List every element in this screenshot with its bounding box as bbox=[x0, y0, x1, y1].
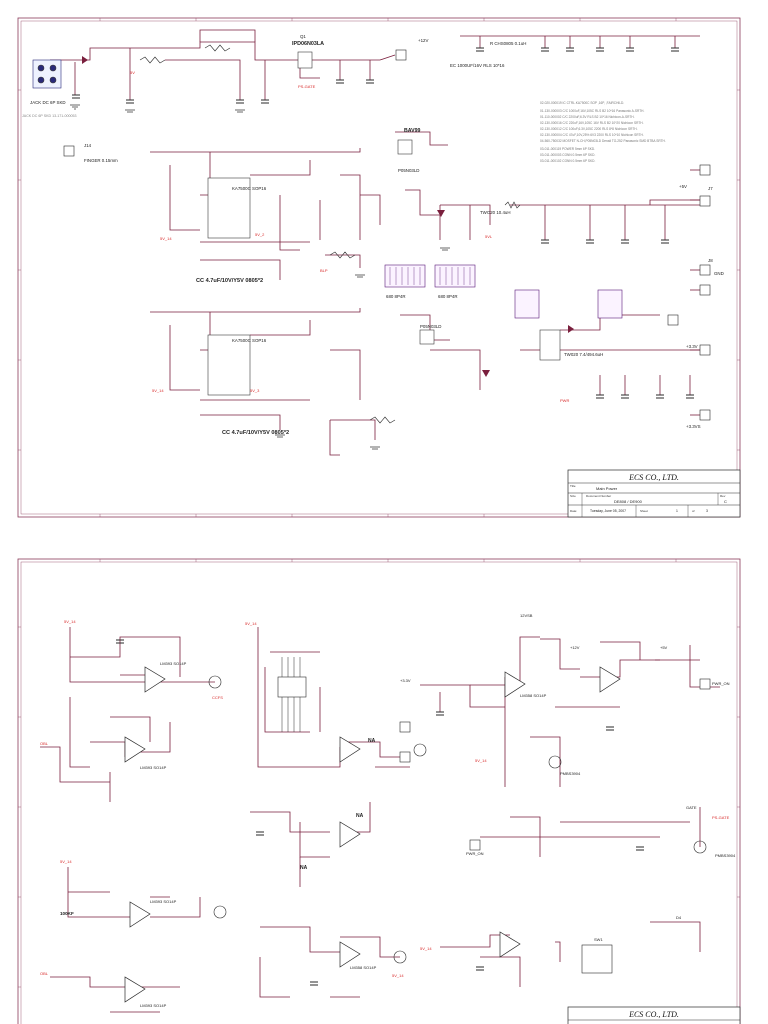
doc-number-value: DE808 / DE900 bbox=[614, 499, 643, 504]
bead-2-part: 680 8P4R bbox=[438, 294, 458, 299]
svg-text:PWR: PWR bbox=[560, 398, 569, 403]
v12vsb-label: 12VSB bbox=[520, 613, 533, 618]
r-100k-label: 100KF bbox=[60, 911, 74, 916]
svg-text:5V_14: 5V_14 bbox=[245, 621, 257, 626]
q1-ref: Q1 bbox=[300, 34, 306, 39]
size-label: Size bbox=[570, 494, 576, 498]
svg-text:5V_14: 5V_14 bbox=[475, 758, 487, 763]
v5-label-2: +5V bbox=[660, 645, 668, 650]
svg-text:5V_2: 5V_2 bbox=[255, 232, 265, 237]
title-block-sheet-1: ECS CO., LTD. Title Main Power Size Docu… bbox=[567, 469, 741, 518]
title-block-sheet-2: ECS CO., LTD. bbox=[567, 1006, 741, 1024]
svg-text:5V: 5V bbox=[130, 70, 135, 75]
note-line-5: 02-130-000012 C/C 100uF,6.3V,105C 2200 R… bbox=[540, 127, 638, 131]
title-value: Main Power bbox=[596, 486, 618, 491]
schematic-sheet-1: PS-GATE 5V 5V_14 BLP 5V_2 5V_14 5V_3 PWR… bbox=[17, 17, 741, 518]
u1-part: KA7500C SOP16 bbox=[232, 186, 267, 191]
of-label: of bbox=[692, 509, 695, 513]
note-line-1: 02-020-000019 IC CTRL.KA7500C SOP ,16P, … bbox=[540, 101, 624, 105]
company-name: ECS CO., LTD. bbox=[628, 473, 679, 482]
svg-text:OBL: OBL bbox=[40, 741, 49, 746]
l2-part: TWO20 10.4uH bbox=[480, 210, 511, 215]
schematic-sheet-1-drawing: PS-GATE 5V 5V_14 BLP 5V_2 5V_14 5V_3 PWR… bbox=[17, 17, 741, 518]
q5-part: P05N03LD bbox=[420, 324, 441, 329]
svg-text:5V_14: 5V_14 bbox=[420, 946, 432, 951]
u-c-part: LM393 SO14P bbox=[150, 899, 177, 904]
schematic-sheet-2: 5V_14 OBL 5V_14 5V_14 OBL CCFS 5V_14 5V_… bbox=[0, 557, 768, 1024]
cap-note-2: CC 4.7uF/10V/Y5V 0805*2 bbox=[222, 430, 289, 436]
gnd-label: GND bbox=[714, 271, 724, 276]
note-line-2: 01-130-000003 C/C 1000uF,16V,105C RLS B2… bbox=[540, 109, 644, 113]
na-label-1: NA bbox=[368, 738, 376, 744]
rev-label: Rev bbox=[720, 494, 726, 498]
of-value: 3 bbox=[706, 509, 708, 513]
u-f-part: LM358 SO14P bbox=[350, 965, 377, 970]
bead-1-part: 680 8P4R bbox=[386, 294, 406, 299]
svg-text:5VL: 5VL bbox=[485, 234, 493, 239]
svg-text:5V_14: 5V_14 bbox=[60, 859, 72, 864]
sw1-ref: SW1 bbox=[594, 937, 603, 942]
sheet-value: 1 bbox=[676, 509, 678, 513]
v33vs-label: +3.3VS bbox=[686, 424, 701, 429]
cap-note-1: CC 4.7uF/10V/Y5V 0805*2 bbox=[196, 278, 263, 284]
t1-part: TW020 7.4/494.6uH bbox=[564, 352, 603, 357]
q18-part: PMBS3904 bbox=[715, 853, 736, 858]
svg-text:5V_14: 5V_14 bbox=[392, 973, 404, 978]
na-label-2: NA bbox=[356, 813, 364, 819]
date-label: Date: bbox=[570, 509, 577, 513]
u-e-part: LM358 SO14P bbox=[520, 693, 547, 698]
u-b-part: LM393 SO14P bbox=[140, 765, 167, 770]
sheet-gap bbox=[0, 521, 768, 557]
na-label-3: NA bbox=[300, 865, 308, 871]
q4-part: P05N03LD bbox=[398, 168, 419, 173]
j14-ref: J14 bbox=[84, 143, 92, 148]
pwr-on-label: PWR_ON bbox=[466, 851, 484, 856]
finger-label: FINGER 0.15mm bbox=[84, 158, 118, 163]
svg-text:BLP: BLP bbox=[320, 268, 328, 273]
company-name-2: ECS CO., LTD. bbox=[628, 1010, 679, 1019]
note-line-9: 03-011-000003 CONN 0.5mm 6P SKD. bbox=[540, 153, 595, 157]
j7-ref: J7 bbox=[708, 186, 713, 191]
jack-part-note: JACK DC 6P SKD 13-171-000053 bbox=[22, 114, 76, 118]
ec-note: EC 1000UF/16V RLS 10*16 bbox=[450, 63, 505, 68]
q14-part: PMBS3904 bbox=[560, 771, 581, 776]
v12-label: +12V bbox=[418, 38, 428, 43]
note-line-8: 03-011-000119 POWER 5mm 6P SKD. bbox=[540, 147, 595, 151]
svg-text:PS-GATE: PS-GATE bbox=[298, 84, 316, 89]
jack-label: JACK DC 6P SKD bbox=[30, 100, 66, 105]
d4-ref: D4 bbox=[676, 915, 682, 920]
svg-text:5V_14: 5V_14 bbox=[152, 388, 164, 393]
j8-ref: J8 bbox=[708, 258, 713, 263]
u2-part: KA7500C SOP16 bbox=[232, 338, 267, 343]
svg-text:CCFS: CCFS bbox=[212, 695, 223, 700]
v33-label: +3.3V bbox=[686, 344, 698, 349]
l1-part: R CHS0805 0.1uH bbox=[490, 41, 526, 46]
v12-label-2: +12V bbox=[570, 645, 580, 650]
note-line-3: 01-110-000002 C/C 2200uF,6.3V RLS B2 10*… bbox=[540, 115, 635, 119]
date-value: Tuesday, June 05, 2007 bbox=[590, 509, 626, 513]
svg-text:OBL: OBL bbox=[40, 971, 49, 976]
svg-text:5V_14: 5V_14 bbox=[64, 619, 76, 624]
d1-part: BAV99 bbox=[404, 128, 420, 134]
sheet-label: Sheet bbox=[640, 509, 648, 513]
rev-value: C bbox=[724, 499, 727, 504]
note-line-10: 03-011-000102 CONN 0.5mm 6P SKD. bbox=[540, 159, 595, 163]
q1-part: IPD06N03LA bbox=[292, 41, 324, 47]
gate-label: GATE bbox=[686, 805, 697, 810]
title-label: Title bbox=[570, 484, 576, 488]
v33-label-2: +3.3V bbox=[400, 678, 411, 683]
schematic-sheet-2-drawing: 5V_14 OBL 5V_14 5V_14 OBL CCFS 5V_14 5V_… bbox=[17, 558, 741, 1024]
note-line-7: 04-560-750032 MOSFET N-CH,P05N03LD Denal… bbox=[540, 139, 666, 143]
svg-text:5V_3: 5V_3 bbox=[250, 388, 260, 393]
u-a-part: LM393 SO14P bbox=[160, 661, 187, 666]
note-line-6: 02-130-000004 C/C 47uF,10V,25% 6V3 2200 … bbox=[540, 133, 644, 137]
note-line-4: 02-130-000016 C/C 220uF,16V,105C 16V RLS… bbox=[540, 121, 644, 125]
v5-label: +5V bbox=[679, 184, 687, 189]
u-d-part: LM393 SO14P bbox=[140, 1003, 167, 1008]
svg-text:5V_14: 5V_14 bbox=[160, 236, 172, 241]
doc-number-label: Document Number bbox=[586, 494, 611, 498]
svg-text:PS-GATE: PS-GATE bbox=[712, 815, 730, 820]
pwr-on-conn-label: PWR_ON bbox=[712, 681, 730, 686]
